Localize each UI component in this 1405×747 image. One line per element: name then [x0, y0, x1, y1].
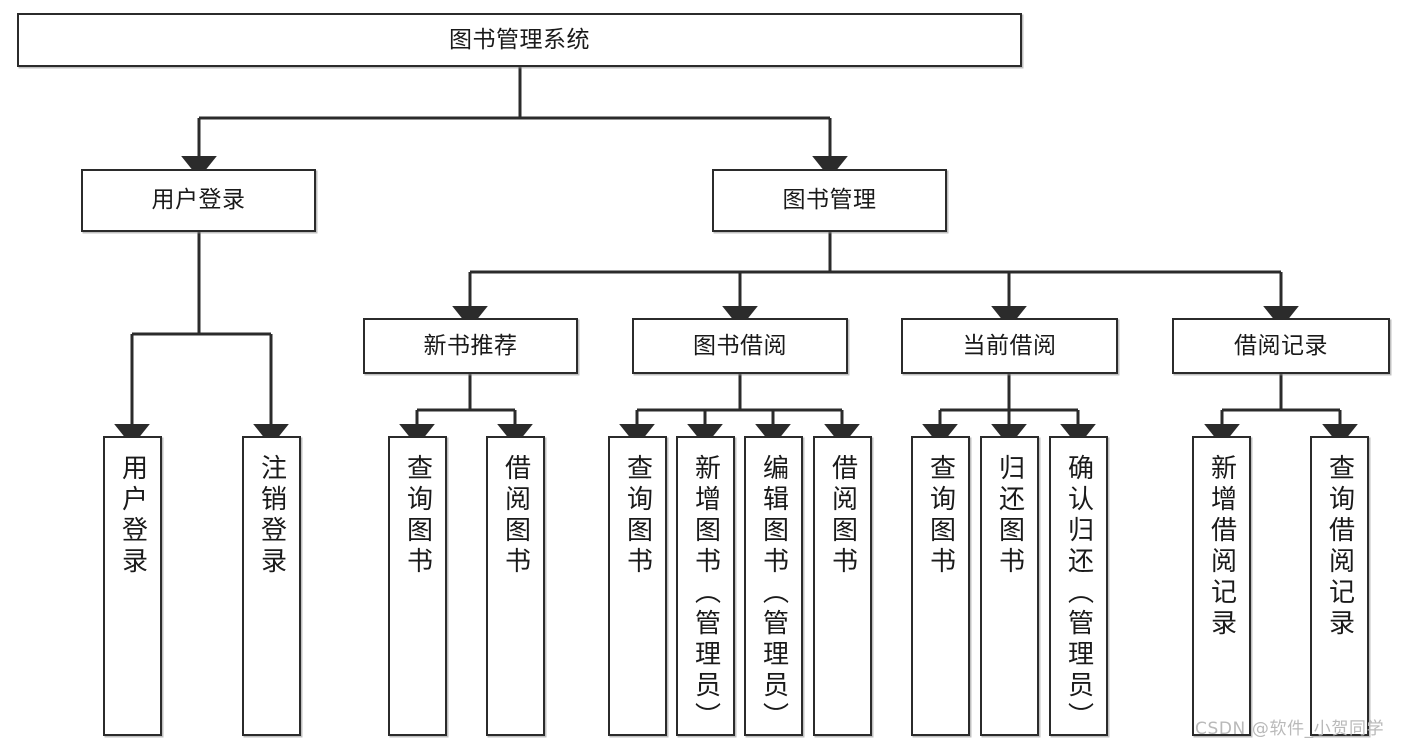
- node-label: 借阅记录: [1234, 332, 1328, 359]
- leaf-user-login[interactable]: 用户登录: [103, 436, 162, 736]
- leaf-borrow-books[interactable]: 借阅图书: [813, 436, 872, 736]
- leaf-query-books-new[interactable]: 查询图书: [388, 436, 447, 736]
- node-label: 查询借阅记录: [1324, 454, 1355, 640]
- leaf-query-books-borrow[interactable]: 查询图书: [608, 436, 667, 736]
- leaf-borrow-books-new[interactable]: 借阅图书: [486, 436, 545, 736]
- node-label: 用户登录: [151, 187, 246, 214]
- leaf-confirm-return-admin[interactable]: 确认归还（管理员）: [1049, 436, 1108, 736]
- node-label: 编辑图书（管理员）: [758, 454, 789, 733]
- leaf-logout[interactable]: 注销登录: [242, 436, 301, 736]
- node-label: 图书借阅: [693, 332, 787, 359]
- node-label: 借阅图书: [827, 454, 858, 578]
- leaf-query-books-current[interactable]: 查询图书: [911, 436, 970, 736]
- leaf-query-borrow-record[interactable]: 查询借阅记录: [1310, 436, 1369, 736]
- node-label: 用户登录: [117, 454, 148, 578]
- node-label: 归还图书: [994, 454, 1025, 578]
- node-label: 查询图书: [402, 454, 433, 578]
- node-root-book-management-system[interactable]: 图书管理系统: [17, 13, 1022, 67]
- node-label: 注销登录: [256, 454, 287, 578]
- node-label: 查询图书: [622, 454, 653, 578]
- leaf-return-books[interactable]: 归还图书: [980, 436, 1039, 736]
- node-label: 新增借阅记录: [1206, 454, 1237, 640]
- node-user-login[interactable]: 用户登录: [81, 169, 316, 232]
- node-book-management[interactable]: 图书管理: [712, 169, 947, 232]
- node-borrowing-record[interactable]: 借阅记录: [1172, 318, 1390, 374]
- node-label: 确认归还（管理员）: [1063, 454, 1094, 733]
- leaf-add-borrow-record[interactable]: 新增借阅记录: [1192, 436, 1251, 736]
- node-label: 新增图书（管理员）: [690, 454, 721, 733]
- node-label: 查询图书: [925, 454, 956, 578]
- node-label: 借阅图书: [500, 454, 531, 578]
- leaf-add-book-admin[interactable]: 新增图书（管理员）: [676, 436, 735, 736]
- node-label: 图书管理: [782, 187, 877, 214]
- node-book-borrowing[interactable]: 图书借阅: [632, 318, 848, 374]
- leaf-edit-book-admin[interactable]: 编辑图书（管理员）: [744, 436, 803, 736]
- node-new-book-recommendation[interactable]: 新书推荐: [363, 318, 578, 374]
- node-label: 图书管理系统: [449, 26, 590, 53]
- node-label: 当前借阅: [962, 332, 1057, 359]
- node-label: 新书推荐: [423, 332, 518, 359]
- node-current-borrowing[interactable]: 当前借阅: [901, 318, 1118, 374]
